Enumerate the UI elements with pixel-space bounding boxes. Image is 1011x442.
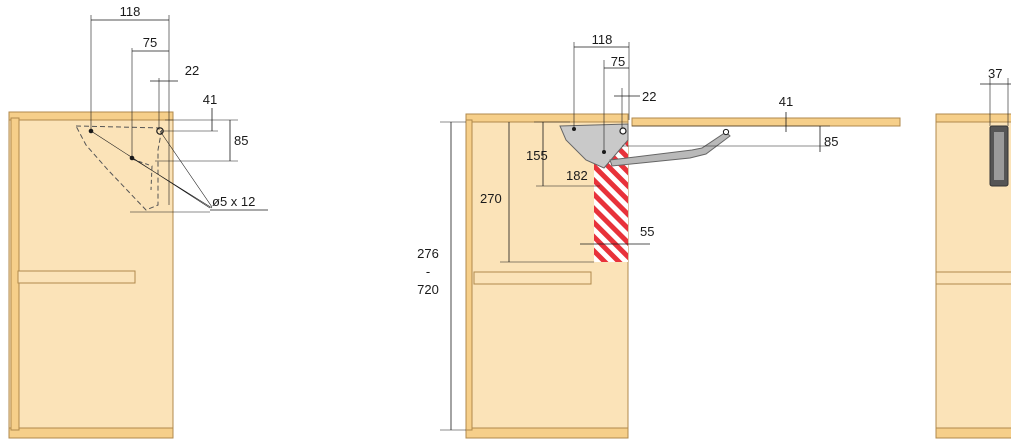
left-dim-41: 41 <box>203 92 217 107</box>
left-dim-75: 75 <box>143 35 157 50</box>
left-dim-118: 118 <box>120 4 141 19</box>
left-mechanism-arm-outline <box>131 158 153 191</box>
middle-dim-55: 55 <box>640 224 654 239</box>
middle-screw-point-2 <box>602 150 606 154</box>
right-dim-37: 37 <box>988 66 1002 81</box>
middle-screw-point-1 <box>572 127 576 131</box>
middle-dim-41: 41 <box>779 94 793 109</box>
middle-extension-lines <box>573 42 630 150</box>
middle-height-dash: - <box>426 264 430 279</box>
middle-cabinet-view: 118 75 22 41 85 155 182 270 55 276 - 720 <box>417 32 901 439</box>
right-shelf <box>935 271 1011 285</box>
middle-dim-182: 182 <box>566 168 588 183</box>
middle-dim-118: 118 <box>592 32 613 47</box>
right-bottom-panel <box>935 427 1011 439</box>
middle-dim-22: 22 <box>642 89 656 104</box>
middle-shelf <box>473 271 592 285</box>
left-dim-22: 22 <box>185 63 199 78</box>
middle-dim-75: 75 <box>611 54 625 69</box>
left-shelf <box>17 270 136 284</box>
left-bottom-panel <box>8 427 174 439</box>
middle-front-edge <box>465 119 473 431</box>
middle-dim-155: 155 <box>526 148 548 163</box>
right-cabinet-view: 37 <box>935 66 1011 439</box>
middle-flap-pivot <box>722 128 730 136</box>
middle-bottom-panel <box>465 427 629 439</box>
left-mechanism-outline <box>75 125 163 211</box>
middle-dim-85: 85 <box>824 134 838 149</box>
middle-pivot-point <box>619 127 627 135</box>
middle-horizontal-extensions <box>622 125 830 147</box>
middle-interior-extensions <box>500 121 600 263</box>
right-mechanism-cover <box>994 132 1004 180</box>
middle-dim-270: 270 <box>480 191 502 206</box>
left-cabinet-view: 118 75 22 41 85 ø5 x 12 <box>8 4 268 439</box>
left-screw-callout: ø5 x 12 <box>212 194 255 209</box>
right-top-panel <box>935 113 1011 123</box>
left-horizontal-extensions <box>155 119 238 162</box>
left-dim-85: 85 <box>234 133 248 148</box>
middle-height-extensions <box>440 121 466 431</box>
right-extension-lines <box>989 78 1009 126</box>
middle-height-max: 720 <box>417 282 439 297</box>
left-callout-leaders <box>90 130 213 213</box>
middle-height-min: 276 <box>417 246 439 261</box>
left-extension-lines <box>90 15 170 205</box>
middle-mechanism-arm <box>609 131 731 167</box>
middle-mechanism-body <box>559 123 629 169</box>
middle-open-flap <box>631 117 901 127</box>
